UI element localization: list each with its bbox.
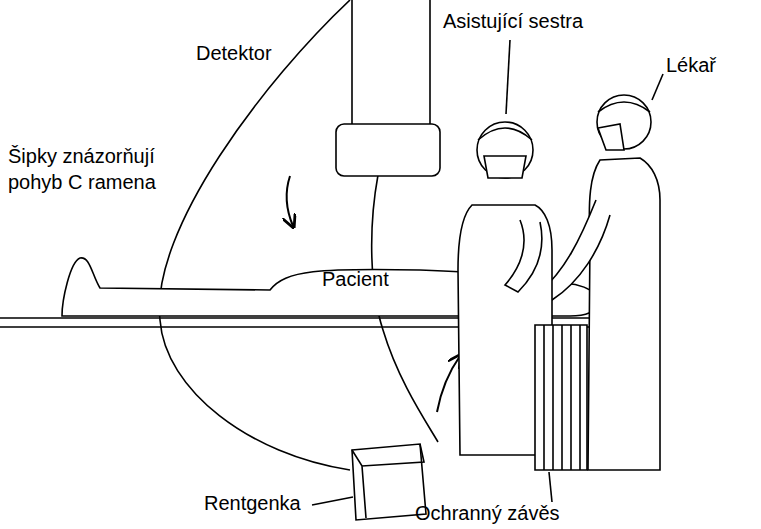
detector-head <box>336 124 440 176</box>
part-label: Ochranný závěs <box>415 500 625 526</box>
c-arm-outer <box>159 0 350 470</box>
leader-line <box>652 74 663 100</box>
doctor-cap <box>598 102 650 112</box>
doctor-mask <box>598 124 624 150</box>
nurse-mask <box>484 156 526 178</box>
nurse-cap <box>478 128 532 140</box>
leader-line <box>549 472 552 502</box>
x-ray-tube-detail <box>352 444 424 518</box>
protective-curtain <box>535 325 587 470</box>
patient-label: Pacient <box>322 266 422 292</box>
leader-line <box>506 40 510 114</box>
x-ray-tube <box>352 444 426 520</box>
motion-arrow <box>437 356 460 412</box>
curtain-folds <box>544 325 580 470</box>
doctor-head <box>597 95 651 149</box>
nurse-head <box>477 122 533 178</box>
nurse-arm <box>505 220 542 292</box>
part-label: Rentgenka <box>204 490 314 516</box>
leader-line <box>312 497 353 505</box>
note-label: Šipky znázorňují pohyb C ramena <box>8 143 203 195</box>
person-label: Lékař <box>666 52 746 78</box>
person-label: Asistující sestra <box>443 8 643 34</box>
part-label: Detektor <box>196 40 306 66</box>
motion-arrow <box>287 176 293 226</box>
detector-column <box>352 0 430 125</box>
